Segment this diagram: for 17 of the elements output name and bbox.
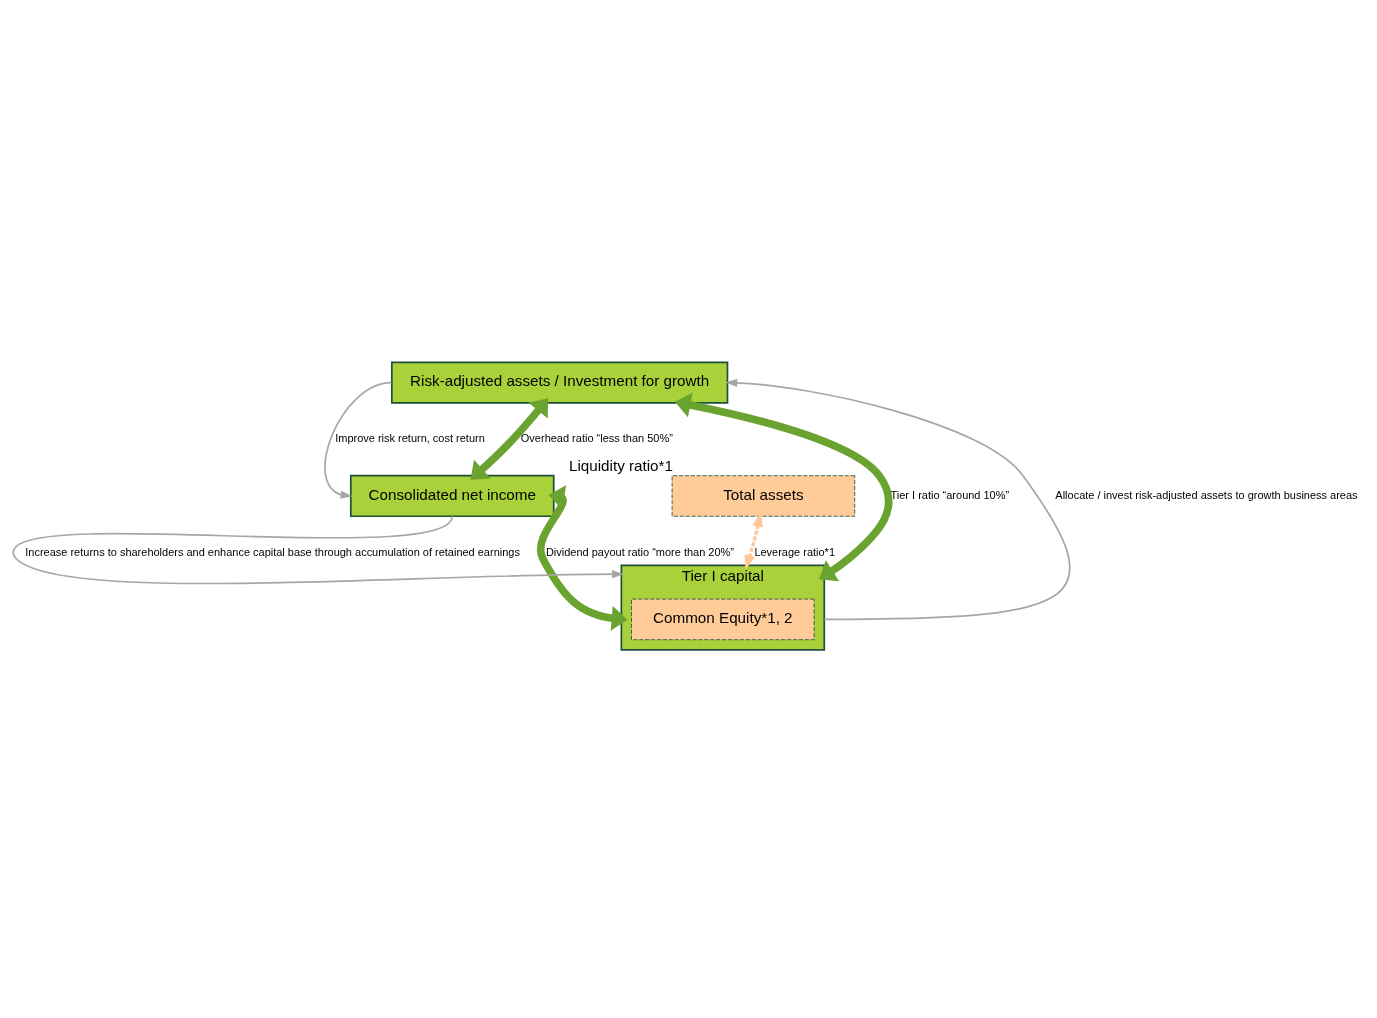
edge-label: Dividend payout ratio “more than 20%”	[545, 545, 734, 557]
arrow	[470, 397, 549, 480]
arrow	[12, 514, 624, 584]
arrow	[725, 378, 1071, 620]
node-box: Common Equity*1, 2	[631, 598, 815, 640]
arrow	[537, 484, 628, 631]
edge-label: Increase returns to shareholders and enhance capital base through accumulation of retained earnings	[25, 545, 520, 557]
arrow	[324, 381, 393, 499]
edge-label: Overhead ratio “less than 50%”	[520, 431, 673, 444]
node-label: Liquidity ratio*1	[568, 456, 673, 474]
node-box: Risk-adjusted assets / Investment for growth	[390, 361, 729, 404]
arrow	[674, 392, 893, 581]
node-box: Consolidated net income	[349, 474, 555, 517]
edge-label: Leverage ratio*1	[754, 545, 835, 557]
edge-label: Allocate / invest risk-adjusted assets to growth business areas	[1055, 488, 1358, 501]
node-box: Total assets	[671, 474, 856, 517]
edge-label: Improve risk return, cost return	[335, 431, 485, 444]
